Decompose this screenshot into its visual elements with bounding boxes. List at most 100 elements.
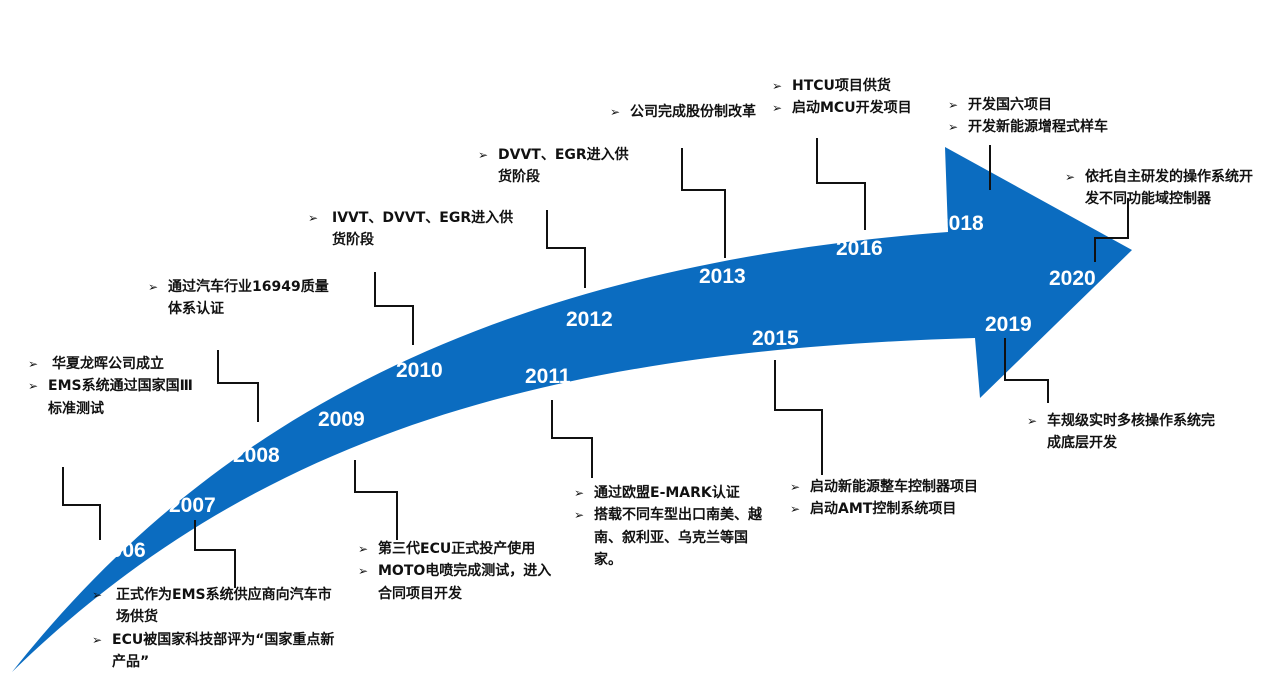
list-item: ➢ MOTO电喷完成测试，进入合同项目开发 xyxy=(358,560,558,605)
year-2013: 2013 xyxy=(699,265,746,288)
connector-2019 xyxy=(1004,338,1049,403)
milestone-2013: ➢ 公司完成股份制改革 xyxy=(610,101,770,123)
list-item: ➢ 华夏龙晖公司成立 xyxy=(28,353,196,375)
list-item: ➢ 启动新能源整车控制器项目 xyxy=(790,476,1020,498)
milestone-2019: ➢ 车规级实时多核操作系统完成底层开发 xyxy=(1027,410,1217,455)
list-item: ➢ HTCU项目供货 xyxy=(772,75,952,97)
list-item: ➢ 搭载不同车型出口南美、越南、叙利亚、乌克兰等国家。 xyxy=(574,504,774,571)
bullet-arrow-icon: ➢ xyxy=(92,632,103,647)
connector-2007 xyxy=(194,520,236,588)
connector-2020 xyxy=(1094,198,1129,262)
milestone-text: 通过汽车行业16949质量体系认证 xyxy=(168,279,329,318)
year-2020: 2020 xyxy=(1049,267,1096,290)
milestone-2008: ➢ 通过汽车行业16949质量体系认证 xyxy=(148,276,338,321)
timeline-arrow xyxy=(12,147,1132,672)
connector-2012 xyxy=(546,210,586,288)
bullet-arrow-icon: ➢ xyxy=(358,564,369,579)
milestone-text: 启动MCU开发项目 xyxy=(792,100,912,117)
year-2010: 2010 xyxy=(396,359,443,382)
year-2007: 2007 xyxy=(169,494,216,517)
milestone-2009: ➢ 第三代ECU正式投产使用 ➢ MOTO电喷完成测试，进入合同项目开发 xyxy=(358,538,558,605)
list-item: ➢ 通过欧盟E-MARK认证 xyxy=(574,482,774,504)
list-item: ➢IVVT、DVVT、EGR进入供货阶段 xyxy=(308,207,518,252)
connector-lines xyxy=(62,138,1129,588)
milestone-text: 华夏龙晖公司成立 xyxy=(52,356,164,372)
milestone-2012: ➢ DVVT、EGR进入供货阶段 xyxy=(478,144,638,189)
connector-2010 xyxy=(374,272,414,345)
list-item: ➢ 依托自主研发的操作系统开发不同功能域控制器 xyxy=(1065,166,1265,211)
year-2008: 2008 xyxy=(233,444,280,467)
milestone-text: HTCU项目供货 xyxy=(792,78,891,94)
list-item: ➢ 启动MCU开发项目 xyxy=(772,97,952,119)
milestone-text: 开发新能源增程式样车 xyxy=(968,119,1108,136)
milestone-text: 启动AMT控制系统项目 xyxy=(810,501,957,518)
milestone-text: 正式作为EMS系统供应商向汽车市场供货 xyxy=(116,587,332,626)
list-item: ➢ ECU被国家科技部评为“国家重点新产品” xyxy=(92,629,342,674)
list-item: ➢ 正式作为EMS系统供应商向汽车市场供货 xyxy=(92,584,342,629)
list-item: ➢ 启动AMT控制系统项目 xyxy=(790,498,1020,520)
year-2012: 2012 xyxy=(566,308,613,331)
list-item: ➢ DVVT、EGR进入供货阶段 xyxy=(478,144,638,189)
bullet-arrow-icon: ➢ xyxy=(610,105,621,119)
list-item: ➢ 第三代ECU正式投产使用 xyxy=(358,538,558,560)
connector-2011 xyxy=(551,400,593,478)
connector-2016 xyxy=(816,138,866,230)
year-2015: 2015 xyxy=(752,327,799,350)
bullet-arrow-icon: ➢ xyxy=(1065,170,1076,184)
connector-2006 xyxy=(62,467,101,540)
connector-2009 xyxy=(354,460,398,540)
milestone-2018: ➢ 开发国六项目 ➢ 开发新能源增程式样车 xyxy=(948,94,1148,139)
bullet-arrow-icon: ➢ xyxy=(148,280,159,294)
year-2019: 2019 xyxy=(985,313,1032,336)
milestone-text: 公司完成股份制改革 xyxy=(630,104,756,120)
bullet-arrow-icon: ➢ xyxy=(574,486,585,500)
milestone-2020: ➢ 依托自主研发的操作系统开发不同功能域控制器 xyxy=(1065,166,1265,211)
bullet-arrow-icon: ➢ xyxy=(948,120,959,135)
milestone-text: DVVT、EGR进入供货阶段 xyxy=(498,147,629,186)
milestone-text: MOTO电喷完成测试，进入合同项目开发 xyxy=(378,563,552,602)
list-item: ➢ 开发新能源增程式样车 xyxy=(948,116,1148,138)
bullet-arrow-icon: ➢ xyxy=(92,588,103,602)
bullet-arrow-icon: ➢ xyxy=(948,98,959,112)
milestone-text: 第三代ECU正式投产使用 xyxy=(378,541,536,557)
milestone-text: 搭载不同车型出口南美、越南、叙利亚、乌克兰等国家。 xyxy=(594,507,762,569)
milestone-2015: ➢ 启动新能源整车控制器项目 ➢ 启动AMT控制系统项目 xyxy=(790,476,1020,521)
milestone-text: 车规级实时多核操作系统完成底层开发 xyxy=(1047,413,1215,452)
list-item: ➢ 通过汽车行业16949质量体系认证 xyxy=(148,276,338,321)
milestone-text: 开发国六项目 xyxy=(968,97,1052,113)
milestone-text: 启动新能源整车控制器项目 xyxy=(810,479,978,495)
list-item: ➢ 公司完成股份制改革 xyxy=(610,101,770,123)
bullet-arrow-icon: ➢ xyxy=(478,148,489,162)
bullet-arrow-icon: ➢ xyxy=(28,357,39,371)
bullet-arrow-icon: ➢ xyxy=(574,508,585,523)
milestone-text: 依托自主研发的操作系统开发不同功能域控制器 xyxy=(1085,169,1253,208)
connector-2015 xyxy=(774,360,823,475)
bullet-arrow-icon: ➢ xyxy=(790,502,801,517)
year-2006: 2006 xyxy=(99,539,146,562)
bullet-arrow-icon: ➢ xyxy=(790,480,801,494)
bullet-arrow-icon: ➢ xyxy=(308,211,319,225)
year-2016: 2016 xyxy=(836,237,883,260)
bullet-arrow-icon: ➢ xyxy=(772,101,783,116)
list-item: ➢ 车规级实时多核操作系统完成底层开发 xyxy=(1027,410,1217,455)
list-item: ➢ EMS系统通过国家国Ⅲ标准测试 xyxy=(28,375,196,420)
list-item: ➢ 开发国六项目 xyxy=(948,94,1148,116)
milestone-2010: ➢IVVT、DVVT、EGR进入供货阶段 xyxy=(308,207,518,252)
bullet-arrow-icon: ➢ xyxy=(1027,414,1038,428)
milestone-text: 通过欧盟E-MARK认证 xyxy=(594,485,740,501)
bullet-arrow-icon: ➢ xyxy=(358,542,369,556)
milestone-text: ECU被国家科技部评为“国家重点新产品” xyxy=(112,631,335,671)
connector-2008 xyxy=(217,350,259,422)
year-2018: 2018 xyxy=(937,212,984,235)
milestone-text: EMS系统通过国家国Ⅲ标准测试 xyxy=(48,378,193,417)
year-2011: 2011 xyxy=(525,365,571,388)
milestone-2007: ➢ 正式作为EMS系统供应商向汽车市场供货 ➢ ECU被国家科技部评为“国家重点新产… xyxy=(92,584,342,674)
connector-2013 xyxy=(681,148,726,258)
bullet-arrow-icon: ➢ xyxy=(772,79,783,93)
milestone-2016: ➢ HTCU项目供货 ➢ 启动MCU开发项目 xyxy=(772,75,952,120)
milestone-2006: ➢ 华夏龙晖公司成立 ➢ EMS系统通过国家国Ⅲ标准测试 xyxy=(28,353,196,420)
year-2009: 2009 xyxy=(318,408,365,431)
bullet-arrow-icon: ➢ xyxy=(28,379,39,394)
milestone-2011: ➢ 通过欧盟E-MARK认证 ➢ 搭载不同车型出口南美、越南、叙利亚、乌克兰等国家。 xyxy=(574,482,774,572)
